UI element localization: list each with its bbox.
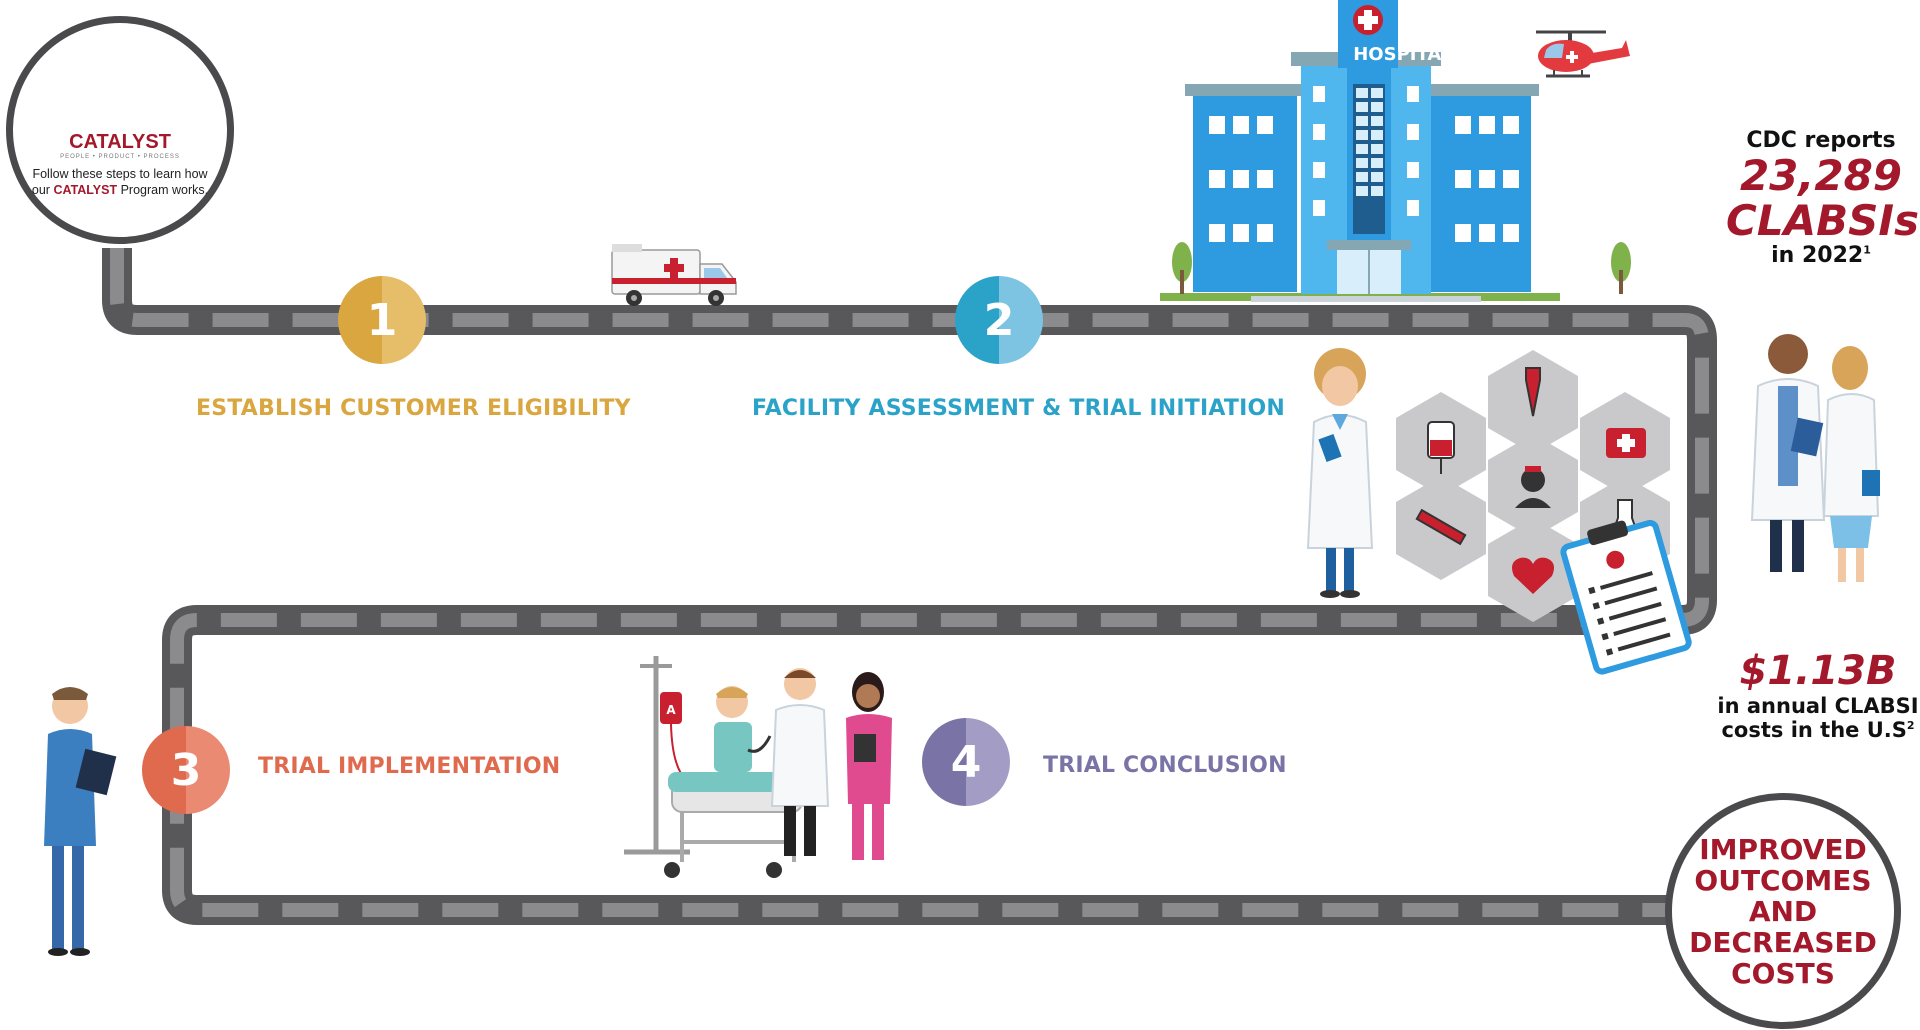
step-3-number: 3 (170, 744, 202, 796)
cdc-ref: 1 (1863, 243, 1871, 257)
intro-brand: CATALYST (53, 183, 118, 197)
syringe-icon (1415, 508, 1467, 546)
step-4-number: 4 (950, 736, 982, 788)
step-1-circle: 1 (338, 276, 426, 364)
dropper-icon (1525, 367, 1541, 417)
cdc-unit: CLABSIs (1726, 196, 1919, 245)
hospital-building (1160, 0, 1631, 302)
step-4-label: TRIAL CONCLUSION (1043, 753, 1287, 778)
cdc-year: in 20221 (1726, 243, 1916, 268)
heart-icon (1512, 557, 1554, 594)
logo-spacer (13, 23, 227, 131)
outcome-badge: IMPROVED OUTCOMES AND DECREASED COSTS (1665, 793, 1901, 1029)
doctors-pair-illustration (1750, 334, 1880, 582)
catalyst-tagline: PEOPLE • PRODUCT • PROCESS (60, 154, 180, 160)
ambulance-icon (611, 244, 737, 306)
cdc-stat: CDC reports 23,289 CLABSIs in 20221 (1726, 128, 1919, 268)
blood-bag-icon (1427, 421, 1455, 474)
helicopter-icon (1536, 30, 1630, 78)
step-3-label: TRIAL IMPLEMENTATION (258, 754, 561, 779)
step-2-label: FACILITY ASSESSMENT & TRIAL INITIATION (752, 396, 1286, 421)
catalyst-intro-badge: CATALYST PEOPLE • PRODUCT • PROCESS Foll… (6, 16, 234, 244)
patient-bed-scene: A (624, 656, 892, 878)
step-4-circle: 4 (922, 718, 1010, 806)
clipboard-icon (1560, 519, 1692, 675)
first-aid-kit-icon (1606, 428, 1646, 458)
cdc-line-1: CDC reports (1746, 128, 1896, 153)
step-2-circle: 2 (955, 276, 1043, 364)
step-1-number: 1 (366, 294, 398, 346)
cost-ref: 2 (1906, 719, 1915, 732)
cdc-year-text: in 2022 (1771, 243, 1864, 268)
cdc-number: 23,289 (1739, 151, 1903, 200)
cost-stat: $1.13B in annual CLABSI costs in the U.S… (1716, 648, 1920, 742)
male-doctor-clipboard-illustration (44, 687, 117, 956)
intro-line-1: Follow these steps to learn how (32, 167, 208, 181)
iv-bag-label: A (666, 703, 676, 717)
outcome-text: IMPROVED OUTCOMES AND DECREASED COSTS (1689, 832, 1877, 990)
hospital-sign: HOSPITAL (1353, 44, 1453, 65)
cost-line-2: costs in the U.S2 (1716, 718, 1920, 742)
female-doctor-illustration (1306, 348, 1374, 598)
nurse-icon (1515, 466, 1551, 508)
catalyst-brand: CATALYST (69, 131, 171, 153)
cost-number: $1.13B (1739, 648, 1897, 694)
road-dashes (110, 248, 1709, 917)
intro-post: Program works. (117, 183, 209, 197)
intro-pre: our (31, 183, 54, 197)
step-3-circle: 3 (142, 726, 230, 814)
catalyst-intro-text: Follow these steps to learn how our CATA… (13, 166, 227, 198)
cost-line-2-text: costs in the U.S (1721, 718, 1907, 742)
cost-line-1: in annual CLABSI (1717, 694, 1919, 718)
step-1-label: ESTABLISH CUSTOMER ELIGIBILITY (196, 396, 631, 421)
step-2-number: 2 (983, 294, 1015, 346)
